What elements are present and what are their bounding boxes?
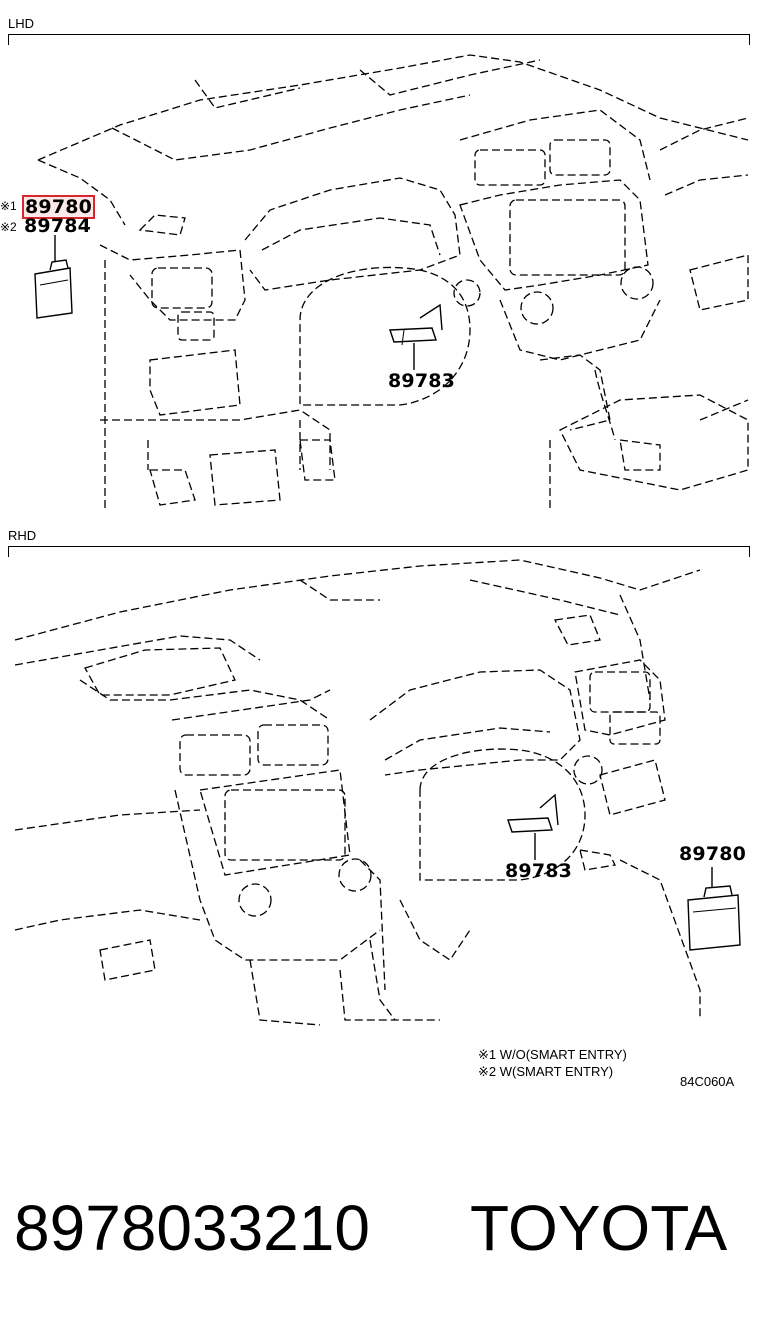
- lhd-section-label: LHD: [8, 16, 35, 31]
- footer-part-number: 8978033210: [14, 1192, 370, 1264]
- rhd-dashboard-diagram: [14, 559, 741, 1026]
- lhd-part-89783-bracket-icon: [389, 303, 443, 346]
- note-without-smart-entry: ※1 W/O(SMART ENTRY): [478, 1047, 627, 1062]
- lhd-part-89783-label[interactable]: 89783: [388, 370, 456, 392]
- lhd-section-bracket: [8, 34, 750, 45]
- rhd-section-label: RHD: [8, 528, 37, 543]
- lhd-part-89780-module-icon: [34, 259, 73, 319]
- rhd-part-89780-module-icon: [687, 885, 741, 951]
- rhd-part-89783-label[interactable]: 89783: [505, 860, 573, 882]
- rhd-part-89780-label[interactable]: 89780: [679, 843, 747, 865]
- lhd-part-89784-label[interactable]: 89784: [24, 215, 92, 237]
- footer-brand: TOYOTA: [470, 1192, 728, 1264]
- rhd-part-89783-bracket-icon: [507, 793, 559, 833]
- lhd-part-89780-label[interactable]: 89780: [22, 195, 96, 219]
- drawing-code: 84C060A: [680, 1074, 735, 1089]
- rhd-section-bracket: [8, 546, 750, 557]
- lhd-marker-2: ※2: [0, 220, 17, 234]
- lhd-marker-1: ※1: [0, 199, 17, 213]
- lhd-dashboard-diagram: [34, 54, 749, 510]
- note-with-smart-entry: ※2 W(SMART ENTRY): [478, 1064, 614, 1079]
